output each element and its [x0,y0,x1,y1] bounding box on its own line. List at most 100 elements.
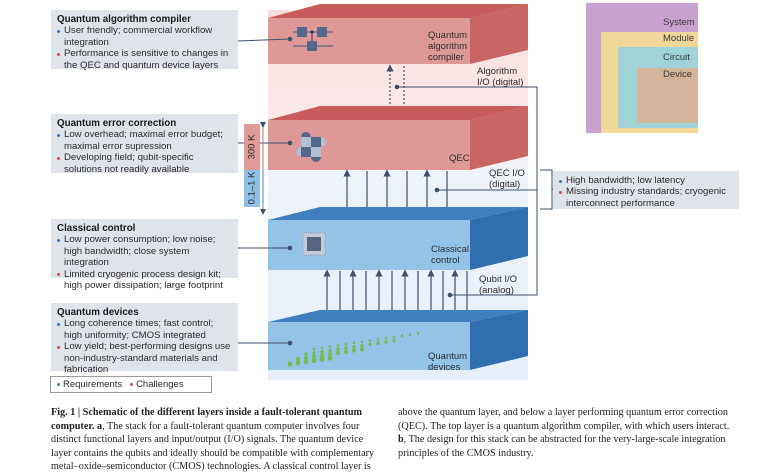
layer-qec-side [470,106,528,170]
layer-qec-top [268,106,528,120]
qubit-dot [368,339,372,342]
layer-label-line: Classical [431,244,470,255]
requirement-item: Low overhead; maximal error budget; maxi… [57,129,232,152]
layer-label-line: devices [428,362,461,373]
requirements-dot-icon [57,382,60,386]
qubit-dot [311,357,317,363]
layer-label-classical-control: Classical control [431,244,469,266]
requirement-item: Long coherence times; fast control; high… [57,318,232,341]
io-connector-lines [394,84,558,298]
info-box-classical-control: Classical control Low power consumption;… [51,219,238,291]
qubit-dot [320,346,324,350]
layer-label-line: Quantum [428,30,468,41]
qubit-dot [336,344,340,347]
info-box-qec: Quantum error correction Low overhead; m… [51,114,238,175]
qubit-dot [287,361,293,367]
layer-label-line: algorithm [428,41,468,52]
qubit-dot [312,354,316,359]
challenge-item: Missing industry standards; cryogenic in… [559,186,733,209]
qubit-dot [384,336,388,340]
qubit-dot [416,332,420,335]
qubit-io-arrows [323,269,471,318]
level-label-system: System [663,17,695,28]
io-label-qec: QEC I/O (digital) [489,168,525,190]
qubit-dot [328,348,332,353]
challenge-item: Low yield; best-performing designs use n… [57,341,232,375]
legend-challenges: Challenges [136,379,184,390]
legend: Requirements Challenges [50,376,212,393]
layer-label-qec: QEC [449,153,470,164]
info-box-title: Quantum devices [57,307,139,318]
qubit-dot [408,333,412,336]
layer-classical-control [268,207,528,270]
qubit-dot [320,349,324,354]
layer-compiler-side [470,4,528,64]
temp-bar-cryo [244,170,260,207]
info-box-io: High bandwidth; low latency Missing indu… [553,171,739,209]
layer-devices-top [268,310,528,322]
qubit-dot [304,355,308,360]
qubit-dot [392,339,396,343]
level-device [637,68,698,123]
temp-label-cryo: 0.1–1 K [246,171,258,205]
layer-control-front [268,220,470,270]
challenges-dot-icon [130,382,134,386]
chip-icon [302,231,326,257]
surface-code-icon [296,132,326,162]
layer-label-line: Quantum [428,351,468,362]
qubit-array-icon [287,332,420,367]
qubit-dot [312,347,316,351]
qubit-dot [312,351,316,355]
challenge-item: Developing field; qubit-specific solutio… [57,152,232,175]
qubit-dot [400,334,404,338]
figure-caption-title: Fig. 1 | Schematic of the different laye… [51,407,363,432]
layer-control-side [470,207,528,270]
info-box-title: Quantum algorithm compiler [57,14,191,25]
info-box-title: Quantum error correction [57,118,177,129]
layer-label-line: control [431,255,460,266]
caption-text-left: , The stack for a fault-tolerant quantum… [51,420,375,473]
qubit-dot [344,349,348,354]
qubit-dot [295,360,301,366]
qubit-dot [304,352,308,356]
qubit-dot [392,335,396,339]
layer-label-quantum-devices: Quantum devices [428,351,467,373]
qubit-dot [368,342,372,347]
qubit-dot [319,356,325,362]
caption-text-right-2: , The design for this stack can be abstr… [398,434,726,459]
layer-compiler-top [268,4,528,18]
qubit-dot [328,345,332,348]
io-label-algorithm: Algorithm I/O (digital) [477,66,523,88]
level-label-device: Device [663,69,693,80]
caption-text-right-1: above the quantum layer, and below a lay… [398,407,730,432]
panel-a-ref: a [97,420,103,432]
io-label-line: (digital) [489,179,521,190]
io-label-line: (analog) [479,285,514,296]
layer-devices-front [268,322,470,370]
layer-control-top [268,207,528,220]
qubit-dot [328,352,332,357]
qubit-dot [352,345,356,349]
qubit-dot [336,347,340,352]
qubit-dot [344,346,348,350]
io-label-line: Algorithm [477,66,518,77]
qubit-dot [344,342,348,346]
info-box-compiler: Quantum algorithm compiler User friendly… [51,10,238,71]
layer-label-line: QEC [449,153,470,164]
io-label-qubit: Qubit I/O (analog) [479,274,517,296]
figure-caption-left: Fig. 1 | Schematic of the different laye… [51,406,381,474]
qubit-dot [327,355,333,361]
panel-b-ref: b [398,434,404,446]
legend-requirements: Requirements [63,379,123,390]
qubit-dot [376,341,380,346]
requirement-item: User friendly; commercial workflow integ… [57,25,232,48]
requirement-item: Low power consumption; low noise; high b… [57,234,232,268]
layer-label-compiler: Quantum algorithm compiler [428,30,467,63]
qubit-dot [352,348,356,353]
qubit-dot [352,341,356,345]
level-label-circuit: Circuit [663,52,690,63]
challenge-item: Performance is sensitive to changes in t… [57,48,232,71]
qubit-dot [320,353,324,358]
qubit-dot [336,350,340,356]
